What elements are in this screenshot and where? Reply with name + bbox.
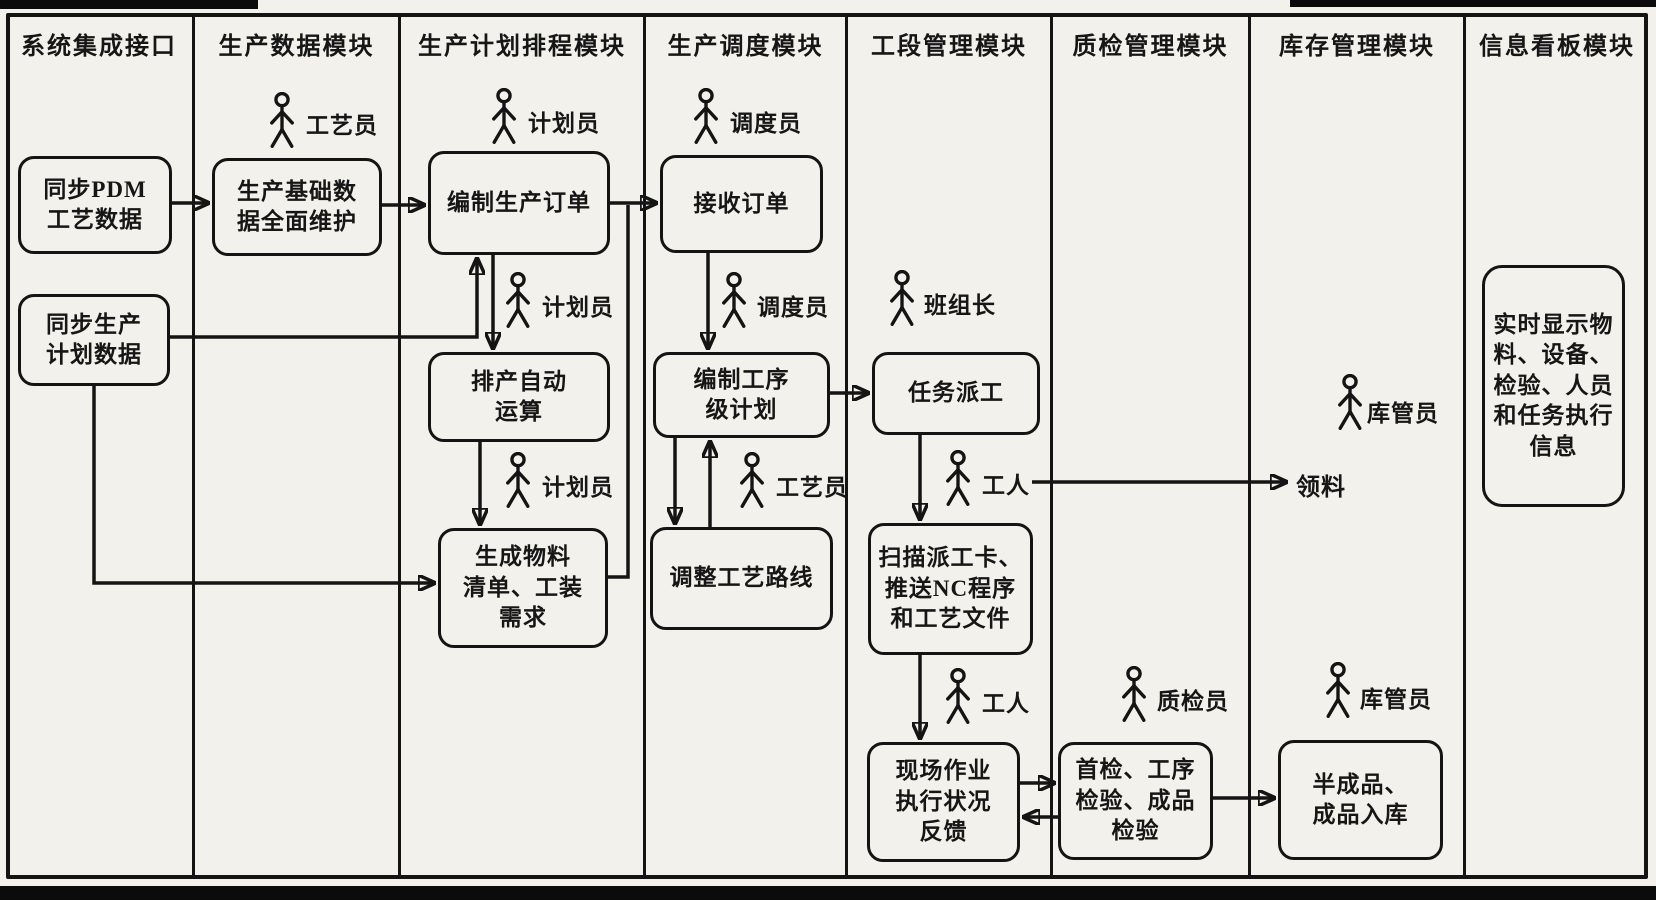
- line-material-list-to-receive-order-junction: [608, 205, 630, 579]
- person-icon: [1120, 666, 1148, 726]
- actor-planner-mid: [504, 272, 532, 332]
- actor-planner-top: [490, 88, 518, 148]
- actor-inspector: [1120, 666, 1148, 726]
- node-site-feedback: 现场作业 执行状况 反馈: [867, 742, 1020, 862]
- lane-divider-6: [1248, 13, 1251, 879]
- lane-divider-1: [192, 13, 195, 879]
- lane-title-production-data: 生产数据模块: [218, 34, 375, 60]
- person-icon: [504, 452, 532, 512]
- node-adjust-route: 调整工艺路线: [650, 527, 833, 630]
- lane-divider-5: [1050, 13, 1053, 879]
- node-sync-plan: 同步生产 计划数据: [18, 294, 170, 386]
- person-icon: [944, 450, 972, 510]
- lane-divider-3: [643, 13, 646, 879]
- person-icon: [692, 88, 720, 148]
- node-sync-pdm: 同步PDM 工艺数据: [18, 156, 172, 254]
- lane-divider-2: [398, 13, 401, 879]
- person-icon: [888, 270, 916, 330]
- lane-title-plan-scheduling: 生产计划排程模块: [418, 34, 626, 60]
- lane-title-inventory: 库存管理模块: [1279, 34, 1435, 60]
- person-icon: [944, 668, 972, 728]
- actor-label-dispatcher-top: 调度员: [730, 111, 802, 136]
- actor-keeper-top: [1336, 374, 1364, 434]
- node-base-data: 生产基础数 据全面维护: [212, 158, 382, 256]
- node-scan-card: 扫描派工卡、 推送NC程序 和工艺文件: [868, 523, 1033, 655]
- actor-label-planner-mid: 计划员: [542, 295, 614, 320]
- person-icon: [268, 92, 296, 152]
- person-icon: [720, 272, 748, 332]
- arrow-sync-plan-to-material-list: [92, 386, 433, 583]
- lane-title-section-management: 工段管理模块: [871, 34, 1027, 60]
- actor-label-worker-1: 工人: [982, 473, 1030, 498]
- actor-craftsman-mid: [738, 452, 766, 512]
- actor-planner-low: [504, 452, 532, 512]
- lane-divider-4: [845, 13, 848, 879]
- scan-artifact-bar-top-left: [0, 0, 258, 9]
- node-make-order: 编制生产订单: [428, 151, 610, 255]
- lane-title-info-board: 信息看板模块: [1479, 34, 1635, 60]
- node-warehouse-in: 半成品、 成品入库: [1278, 740, 1443, 860]
- actor-label-craftsman-mid: 工艺员: [776, 475, 848, 500]
- actor-label-planner-low: 计划员: [542, 475, 614, 500]
- actor-label-craftsman-top: 工艺员: [306, 113, 378, 138]
- scan-artifact-bar-bottom: [0, 886, 1656, 900]
- actor-label-inspector: 质检员: [1157, 689, 1229, 714]
- actor-label-foreman: 班组长: [924, 293, 996, 318]
- node-process-plan: 编制工序 级计划: [653, 352, 830, 438]
- actor-dispatcher-mid: [720, 272, 748, 332]
- diagram-frame: [6, 13, 1648, 879]
- node-task-dispatch: 任务派工: [872, 352, 1040, 435]
- actor-label-keeper-low: 库管员: [1360, 687, 1432, 712]
- actor-foreman: [888, 270, 916, 330]
- node-receive-order: 接收订单: [660, 155, 823, 253]
- actor-label-worker-2: 工人: [982, 691, 1030, 716]
- lane-title-system-integration: 系统集成接口: [21, 34, 177, 60]
- label-pick-material: 领料: [1296, 475, 1346, 501]
- node-info-board: 实时显示物 料、设备、 检验、人员 和任务执行 信息: [1482, 265, 1625, 507]
- person-icon: [1336, 374, 1364, 434]
- node-auto-schedule: 排产自动 运算: [428, 352, 610, 442]
- actor-label-keeper-top: 库管员: [1367, 401, 1439, 426]
- lane-divider-7: [1463, 13, 1466, 879]
- actor-label-planner-top: 计划员: [528, 111, 600, 136]
- person-icon: [490, 88, 518, 148]
- person-icon: [1324, 662, 1352, 722]
- lane-title-quality-inspection: 质检管理模块: [1072, 34, 1229, 60]
- node-material-list: 生成物料 清单、工装 需求: [438, 528, 608, 648]
- scan-artifact-bar-top-right: [1290, 0, 1656, 7]
- actor-worker-2: [944, 668, 972, 728]
- arrow-sync-plan-to-make-order: [170, 260, 477, 339]
- actor-label-dispatcher-mid: 调度员: [757, 295, 829, 320]
- lane-title-dispatching: 生产调度模块: [667, 34, 824, 60]
- actor-dispatcher-top: [692, 88, 720, 148]
- person-icon: [504, 272, 532, 332]
- actor-keeper-low: [1324, 662, 1352, 722]
- actor-craftsman-top: [268, 92, 296, 152]
- person-icon: [738, 452, 766, 512]
- node-inspection: 首检、工序 检验、成品 检验: [1058, 742, 1213, 860]
- actor-worker-1: [944, 450, 972, 510]
